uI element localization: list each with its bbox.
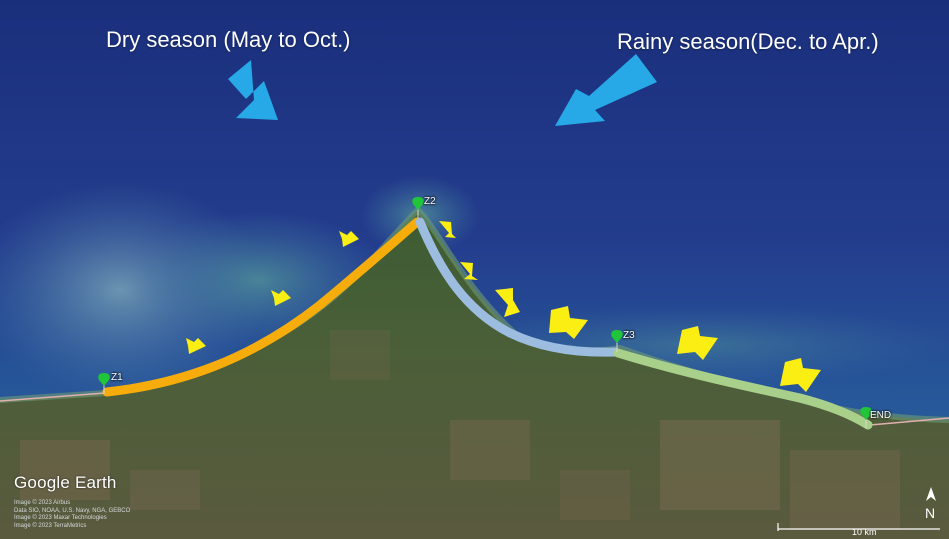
dry-season-label: Dry season (May to Oct.) [106, 27, 351, 52]
wave-arrow-icon [186, 338, 206, 354]
coast-road-east [869, 417, 949, 426]
wind-arrow-dry-icon [228, 60, 278, 120]
north-arrow-icon [926, 487, 936, 501]
map-pin-icon [412, 197, 424, 210]
wave-arrow-icon [780, 358, 821, 392]
segment-z1-z2 [102, 217, 422, 397]
marker-z1-label[interactable]: Z1 [111, 372, 123, 383]
imagery-credits: Image © 2023 Airbus Data SIO, NOAA, U.S.… [14, 500, 130, 530]
wave-arrow-icon [439, 221, 456, 238]
map-pin-icon [860, 407, 872, 420]
wave-arrow-icon [339, 231, 359, 247]
wave-arrows-dry [186, 231, 359, 354]
map-pin-icon [98, 373, 110, 386]
marker-z3-pin[interactable] [611, 330, 623, 352]
marker-z2-label[interactable]: Z2 [424, 196, 436, 207]
credit-line: Image © 2023 Maxar Technologies [14, 515, 107, 521]
marker-z3-label[interactable]: Z3 [623, 330, 635, 341]
marker-z1-pin[interactable] [98, 373, 110, 394]
wave-arrow-icon [495, 288, 520, 317]
land-area [0, 210, 949, 539]
wave-arrow-icon [460, 262, 478, 280]
marker-end-label[interactable]: END [870, 410, 892, 421]
compass-label[interactable]: N [925, 505, 936, 521]
marker-end-pin[interactable] [860, 407, 872, 428]
wind-arrow-rainy-icon [555, 54, 657, 126]
marker-z2-pin[interactable] [412, 197, 424, 218]
credit-line: Image © 2023 Airbus [14, 500, 71, 506]
rainy-season-label: Rainy season(Dec. to Apr.) [617, 29, 879, 54]
wave-arrows-rainy [439, 221, 821, 392]
scale-bar [777, 523, 940, 531]
wave-arrow-icon [271, 290, 291, 306]
scale-bar-label: 10 km [852, 527, 877, 537]
credit-line: Image © 2023 TerraMetrics [14, 522, 87, 529]
wave-arrow-icon [549, 306, 588, 339]
segment-z2-z3 [415, 217, 620, 357]
settlement-patches [20, 330, 900, 530]
wave-arrow-icon [677, 326, 718, 360]
wind-arrow-rainy [555, 54, 657, 126]
credit-line: Data SIO, NOAA, U.S. Navy, NGA, GEBCO [14, 507, 131, 514]
coast-road-west [0, 392, 106, 402]
segment-z3-end [613, 348, 873, 430]
wind-arrow-dry [228, 60, 278, 120]
map-pin-icon [611, 330, 623, 343]
google-earth-logo: Google Earth [14, 473, 117, 492]
